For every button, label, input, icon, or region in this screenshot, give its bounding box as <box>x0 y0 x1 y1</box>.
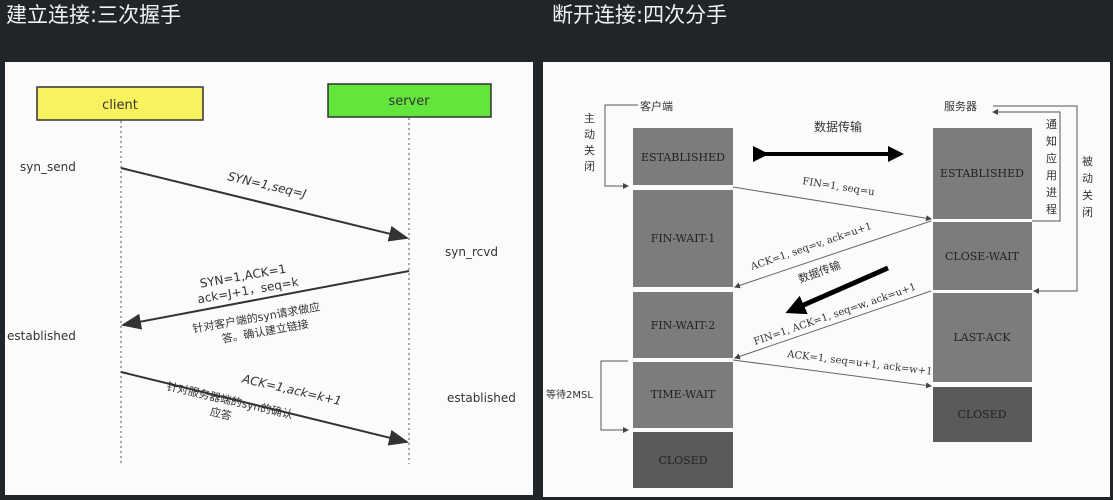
teardown-title: 断开连接:四次分手 <box>552 3 728 27</box>
state-client-established: established <box>7 329 76 343</box>
state-syn-send: syn_send <box>20 160 76 174</box>
fin-arrow <box>732 186 932 222</box>
syn-ack-arrow <box>121 270 410 330</box>
wait-2msl-label: 等待2MSL <box>546 388 593 401</box>
active-close-char: 闭 <box>584 160 595 173</box>
handshake-title: 建立连接:三次握手 <box>6 3 182 27</box>
ack-note-2: 应答 <box>209 404 234 423</box>
notify-app-char: 程 <box>1046 203 1057 216</box>
client-state-fin-wait-2 <box>633 292 733 358</box>
server-state-close-wait <box>933 222 1032 290</box>
syn-arrow <box>120 167 409 242</box>
server-state-established <box>933 128 1032 219</box>
wait-2msl-bracket <box>600 360 629 433</box>
state-syn-rcvd: syn_rcvd <box>445 245 498 259</box>
ack2-arrow <box>732 359 932 389</box>
server-side-label: 服务器 <box>944 100 977 113</box>
active-close-label: 主 动 关 闭 <box>584 112 595 173</box>
data-transfer-top: 数据传输 <box>814 119 862 134</box>
fin-label: FIN=1, seq=u <box>802 176 876 198</box>
passive-close-char: 关 <box>1082 188 1093 202</box>
notify-app-char: 用 <box>1046 169 1057 182</box>
notify-app-char: 进 <box>1046 186 1057 199</box>
client-state-closed <box>633 432 733 488</box>
server-state-label: CLOSE-WAIT <box>945 250 1020 263</box>
server-label: server <box>388 94 430 109</box>
handshake-panel <box>5 62 533 495</box>
data-transfer-arrow <box>785 265 890 315</box>
client-state-label: FIN-WAIT-2 <box>651 319 715 332</box>
client-box <box>36 86 204 121</box>
client-state-time-wait <box>633 362 733 428</box>
server-box <box>327 83 492 118</box>
notify-app-label: 通 知 应 用 进 程 <box>1046 118 1057 216</box>
server-state-last-ack <box>933 293 1032 382</box>
passive-close-char: 闭 <box>1082 206 1093 219</box>
passive-close-char: 被 <box>1082 155 1093 168</box>
ack1-arrow <box>734 220 932 289</box>
passive-close-label: 被 动 关 闭 <box>1082 155 1093 219</box>
server-state-label: ESTABLISHED <box>940 167 1024 180</box>
active-close-char: 关 <box>584 143 595 157</box>
ack2-label: ACK=1, seq=u+1, ack=w+1 <box>786 349 933 378</box>
state-server-established: established <box>447 391 516 405</box>
server-state-label: LAST-ACK <box>954 331 1012 344</box>
client-state-label: CLOSED <box>658 454 707 467</box>
active-close-char: 动 <box>584 128 595 141</box>
active-close-char: 主 <box>584 112 595 125</box>
teardown-diagram: 客户端 服务器 数据传输 主 动 关 闭 通 知 应 用 进 程 被 动 关 闭 <box>546 99 1093 488</box>
client-state-column: ESTABLISHED FIN-WAIT-1 FIN-WAIT-2 TIME-W… <box>633 128 733 488</box>
notify-app-char: 知 <box>1046 134 1057 148</box>
passive-close-char: 动 <box>1082 172 1093 185</box>
fin-ack-arrow <box>734 290 932 360</box>
client-state-label: ESTABLISHED <box>641 151 725 164</box>
handshake-diagram: client server syn_send syn_rcvd establis… <box>7 83 516 466</box>
client-state-label: TIME-WAIT <box>651 388 716 401</box>
notify-app-char: 应 <box>1046 151 1057 165</box>
client-side-label: 客户端 <box>640 99 673 113</box>
client-state-established <box>633 128 733 185</box>
client-state-fin-wait-1 <box>633 190 733 287</box>
server-state-closed <box>933 387 1032 442</box>
active-close-bracket <box>604 104 638 189</box>
server-state-column: ESTABLISHED CLOSE-WAIT LAST-ACK CLOSED <box>933 128 1032 442</box>
notify-app-bracket <box>992 109 1061 222</box>
ack-arrow <box>120 371 409 446</box>
passive-close-bracket <box>993 105 1078 294</box>
client-state-label: FIN-WAIT-1 <box>651 232 715 245</box>
server-state-label: CLOSED <box>957 408 1006 421</box>
notify-app-char: 通 <box>1046 118 1057 131</box>
data-transfer-mid: 数据传输 <box>796 258 842 286</box>
client-label: client <box>102 98 138 113</box>
